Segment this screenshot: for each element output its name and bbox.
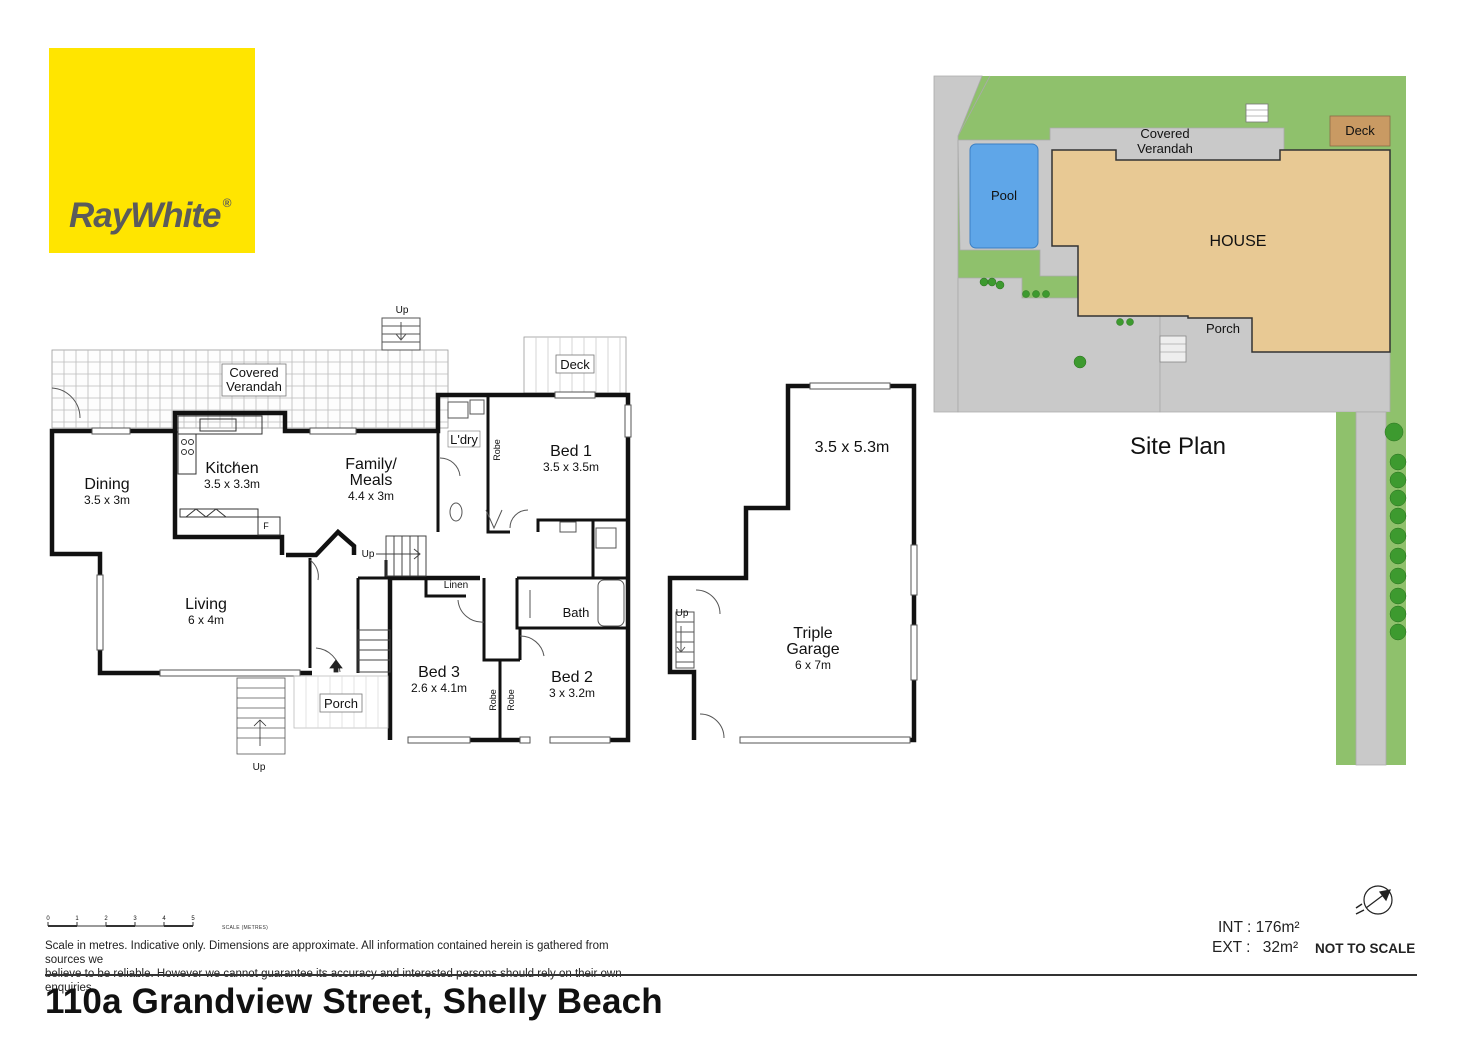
robe-label-bed2: Robe xyxy=(506,689,516,711)
deck-label: Deck xyxy=(560,357,590,372)
bed2-size: 3 x 3.2m xyxy=(549,686,595,700)
internal-stairs xyxy=(357,535,427,673)
door-swings xyxy=(51,387,545,673)
site-house-label: HOUSE xyxy=(1210,233,1267,250)
int-label: INT : xyxy=(1218,919,1252,936)
windows xyxy=(91,391,632,744)
property-address: 110a Grandview Street, Shelly Beach xyxy=(45,982,663,1021)
garage-upper-size: 3.5 x 5.3m xyxy=(815,439,890,456)
fridge-label: F xyxy=(263,521,269,531)
site-porch-label: Porch xyxy=(1206,321,1240,336)
int-value: 176m² xyxy=(1255,919,1300,936)
garage-size: 6 x 7m xyxy=(795,658,831,672)
registered-mark: ® xyxy=(222,196,231,210)
footer-divider xyxy=(45,974,1417,976)
scale-bar xyxy=(47,922,194,927)
interior-walls xyxy=(308,395,628,740)
laundry-fixtures xyxy=(447,399,625,627)
site-verandah-label-2: Verandah xyxy=(1137,141,1193,156)
dining-size: 3.5 x 3m xyxy=(84,493,130,507)
site-plan-title: Site Plan xyxy=(1130,433,1226,460)
site-plan: Covered Verandah Deck Pool HOUSE Porch S… xyxy=(933,75,1407,766)
main-floor-plan: Up Covered Verandah Deck Dining 3.5 x 3m… xyxy=(49,305,632,773)
scale-tick-1: 1 xyxy=(75,916,79,922)
bed3-label: Bed 3 xyxy=(418,664,460,681)
kitchen-size: 3.5 x 3.3m xyxy=(204,477,260,491)
scale-tick-5: 5 xyxy=(191,916,195,922)
up-label-front: Up xyxy=(253,762,266,773)
up-label-top: Up xyxy=(396,305,409,316)
family-label-1: Family/ xyxy=(345,456,397,473)
exterior-walls xyxy=(49,392,631,743)
scale-ticks: 0 1 2 3 4 5 xyxy=(46,916,195,922)
kitchen-fixtures xyxy=(177,415,281,536)
site-shrubs xyxy=(979,277,1407,641)
verandah-label-1: Covered xyxy=(229,365,278,380)
ray-white-logo: RayWhite® xyxy=(49,48,255,253)
scale-tick-2: 2 xyxy=(104,916,108,922)
robe-label-laundry: Robe xyxy=(492,439,502,461)
porch-label: Porch xyxy=(324,696,358,711)
ext-value: 32m² xyxy=(1262,939,1299,956)
external-area: EXT : 32m² xyxy=(1212,939,1298,957)
family-size: 4.4 x 3m xyxy=(348,489,394,503)
site-verandah-label-1: Covered xyxy=(1140,126,1189,141)
kitchen-label: Kitchen xyxy=(205,460,258,477)
garage-label-1: Triple xyxy=(793,625,833,642)
verandah-label-2: Verandah xyxy=(226,379,282,394)
bed2-label: Bed 2 xyxy=(551,669,593,686)
garage-up-label: Up xyxy=(676,608,689,619)
living-size: 6 x 4m xyxy=(188,613,224,627)
site-pool-label: Pool xyxy=(991,188,1017,203)
garage-label-2: Garage xyxy=(786,641,839,658)
disclaimer-line-1: Scale in metres. Indicative only. Dimens… xyxy=(45,940,609,966)
robe-label-bed3: Robe xyxy=(488,689,498,711)
garage-plan: 3.5 x 5.3m Triple Garage 6 x 7m Up xyxy=(667,382,918,744)
room-labels: Up Covered Verandah Deck Dining 3.5 x 3m… xyxy=(84,305,599,773)
site-deck-label: Deck xyxy=(1345,123,1375,138)
dining-label: Dining xyxy=(84,476,129,493)
scale-caption: SCALE (METRES) xyxy=(222,925,269,931)
scale-tick-0: 0 xyxy=(46,916,50,922)
up-label-stairs: Up xyxy=(362,549,375,560)
internal-area: INT : 176m² xyxy=(1218,919,1300,937)
bed1-size: 3.5 x 3.5m xyxy=(543,460,599,474)
laundry-label: L'dry xyxy=(450,432,478,447)
verandah-steps xyxy=(381,317,421,351)
family-label-2: Meals xyxy=(350,472,393,489)
scale-tick-4: 4 xyxy=(162,916,166,922)
brand-name: RayWhite xyxy=(69,196,221,235)
scale-tick-3: 3 xyxy=(133,916,137,922)
living-label: Living xyxy=(185,596,227,613)
bed3-size: 2.6 x 4.1m xyxy=(411,681,467,695)
ext-label: EXT : xyxy=(1212,939,1251,956)
not-to-scale-label: NOT TO SCALE xyxy=(1315,941,1416,956)
north-compass-icon xyxy=(1355,885,1393,915)
linen-label: Linen xyxy=(444,580,468,591)
bath-label: Bath xyxy=(563,605,590,620)
bed1-label: Bed 1 xyxy=(550,443,592,460)
